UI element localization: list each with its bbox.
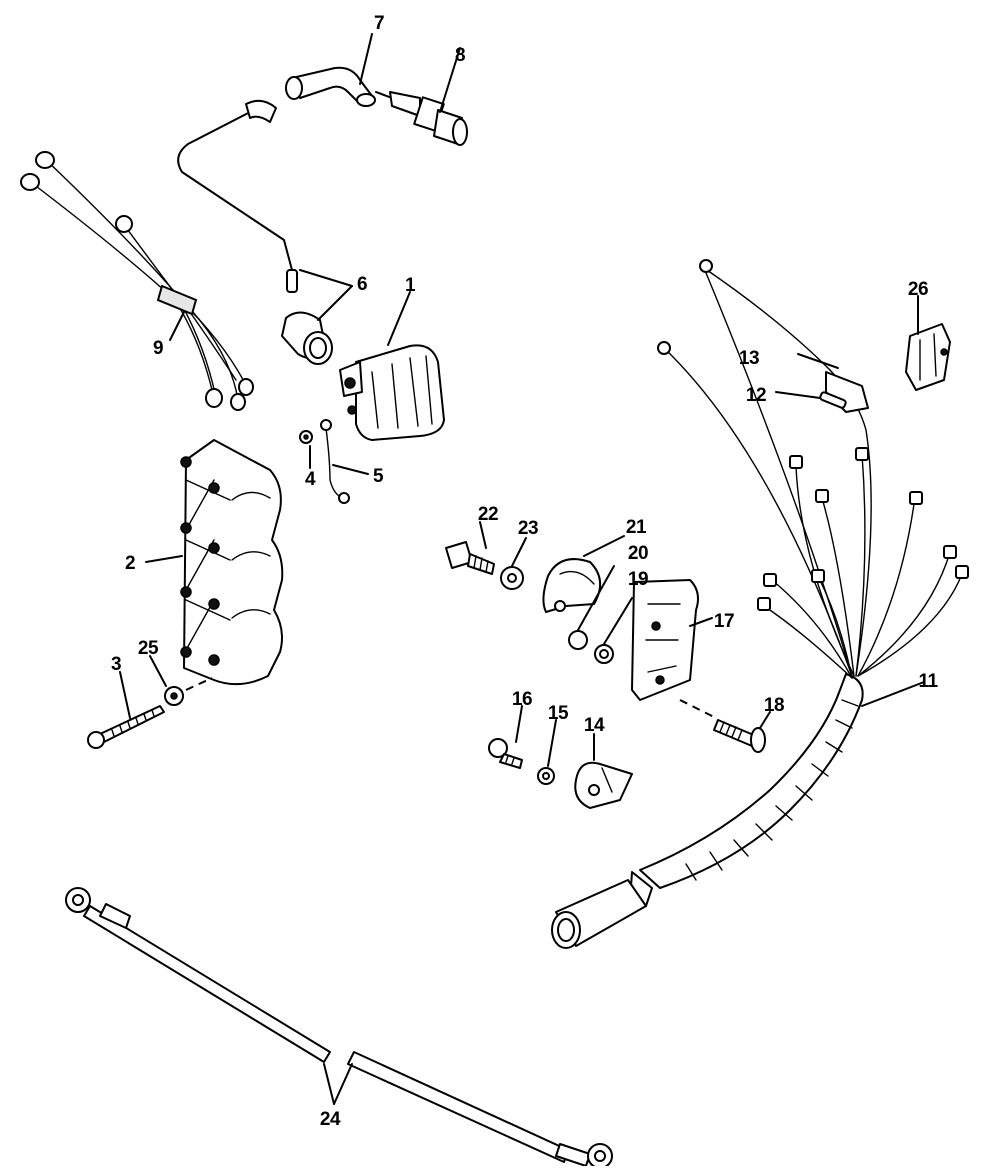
battery-cable bbox=[65, 887, 613, 1169]
coil-mount-bracket bbox=[145, 439, 284, 686]
screw-and-washer bbox=[87, 655, 213, 749]
callout-17: 17 bbox=[713, 611, 735, 632]
callout-3: 3 bbox=[110, 654, 122, 675]
callout-22: 22 bbox=[477, 504, 499, 525]
callout-14: 14 bbox=[583, 715, 605, 736]
callout-25: 25 bbox=[137, 638, 159, 659]
callout-21: 21 bbox=[625, 517, 647, 538]
callout-1: 1 bbox=[404, 275, 416, 296]
callout-23: 23 bbox=[517, 518, 539, 539]
callout-18: 18 bbox=[763, 695, 785, 716]
callout-24: 24 bbox=[319, 1109, 341, 1130]
main-wiring-harness bbox=[551, 259, 969, 949]
fuse bbox=[775, 391, 847, 409]
nut-and-ground-wire bbox=[299, 419, 369, 504]
callout-11: 11 bbox=[918, 671, 938, 692]
callout-16: 16 bbox=[511, 689, 533, 710]
callout-2: 2 bbox=[124, 553, 136, 574]
pigtail-harness bbox=[20, 151, 254, 411]
spark-plug bbox=[375, 47, 468, 146]
callout-8: 8 bbox=[454, 45, 466, 66]
small-fastener-clamp bbox=[488, 705, 633, 809]
callout-7: 7 bbox=[373, 13, 385, 34]
callout-4: 4 bbox=[304, 469, 316, 490]
fuse-holder bbox=[905, 295, 951, 391]
callout-13: 13 bbox=[738, 348, 760, 369]
clamp-assembly bbox=[445, 521, 717, 719]
callout-9: 9 bbox=[152, 338, 164, 359]
callout-19: 19 bbox=[627, 569, 649, 590]
phillips-screw bbox=[713, 711, 771, 753]
callout-12: 12 bbox=[745, 385, 767, 406]
ignition-coil bbox=[339, 291, 445, 441]
spark-plug-boot bbox=[285, 33, 376, 107]
callout-26: 26 bbox=[907, 279, 929, 300]
callout-20: 20 bbox=[627, 543, 649, 564]
callout-15: 15 bbox=[547, 703, 569, 724]
callout-5: 5 bbox=[372, 466, 384, 487]
ignition-lead bbox=[177, 99, 353, 365]
callout-6: 6 bbox=[356, 274, 368, 295]
